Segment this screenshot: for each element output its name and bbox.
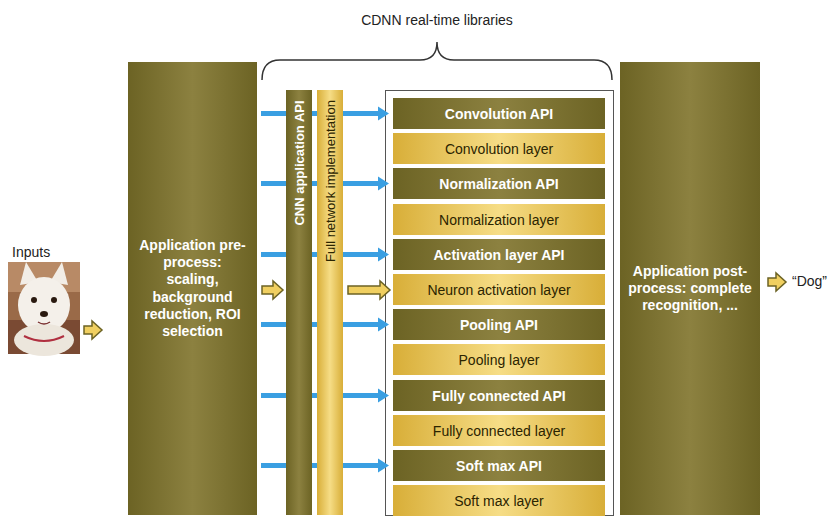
layer-bar: Convolution layer xyxy=(393,133,605,164)
box-label: Pooling layer xyxy=(459,352,540,368)
layer-bar: Normalization API xyxy=(393,168,605,199)
box-label: Neuron activation layer xyxy=(427,282,570,298)
diagram-title: CDNN real-time libraries xyxy=(361,12,513,28)
connector xyxy=(262,281,283,299)
api-column: Full network implementation xyxy=(317,90,343,515)
box-label: Normalization API xyxy=(439,176,558,192)
text-label: “Dog” xyxy=(792,273,827,289)
layer-bar: Pooling API xyxy=(393,309,605,340)
text-label: Inputs xyxy=(12,244,50,260)
layer-bar: Soft max layer xyxy=(393,485,605,516)
box-label: Fully connected layer xyxy=(433,423,565,439)
layer-bar: Pooling layer xyxy=(393,344,605,375)
flow-arrow xyxy=(84,321,102,339)
layer-bar: Fully connected API xyxy=(393,380,605,411)
box-label: Activation layer API xyxy=(434,247,565,263)
layer-container xyxy=(386,91,614,516)
box-label: Soft max layer xyxy=(454,493,543,509)
box-label: Application pre-process: scaling, backgr… xyxy=(136,237,249,339)
process-box: Application pre-process: scaling, backgr… xyxy=(128,62,257,515)
box-label: Pooling API xyxy=(460,317,538,333)
flow-arrow xyxy=(768,273,786,291)
layer-bar: Fully connected layer xyxy=(393,415,605,446)
box-label: Full network implementation xyxy=(323,100,338,262)
group-bracket xyxy=(262,42,612,80)
api-column: CNN application API xyxy=(286,90,312,515)
box-label: Convolution API xyxy=(445,106,553,122)
box-label: Normalization layer xyxy=(439,212,559,228)
connector xyxy=(348,281,390,299)
layer-bar: Soft max API xyxy=(393,450,605,481)
box-label: Fully connected API xyxy=(432,388,565,404)
box-label: Application post-process: complete recog… xyxy=(628,263,752,314)
process-box: Application post-process: complete recog… xyxy=(620,62,760,515)
layer-bar: Convolution API xyxy=(393,98,605,129)
box-label: CNN application API xyxy=(292,100,307,225)
dog-photo xyxy=(8,262,80,356)
box-label: Soft max API xyxy=(456,458,542,474)
box-label: Convolution layer xyxy=(445,141,553,157)
layer-bar: Neuron activation layer xyxy=(393,274,605,305)
layer-bar: Normalization layer xyxy=(393,204,605,235)
layer-bar: Activation layer API xyxy=(393,239,605,270)
